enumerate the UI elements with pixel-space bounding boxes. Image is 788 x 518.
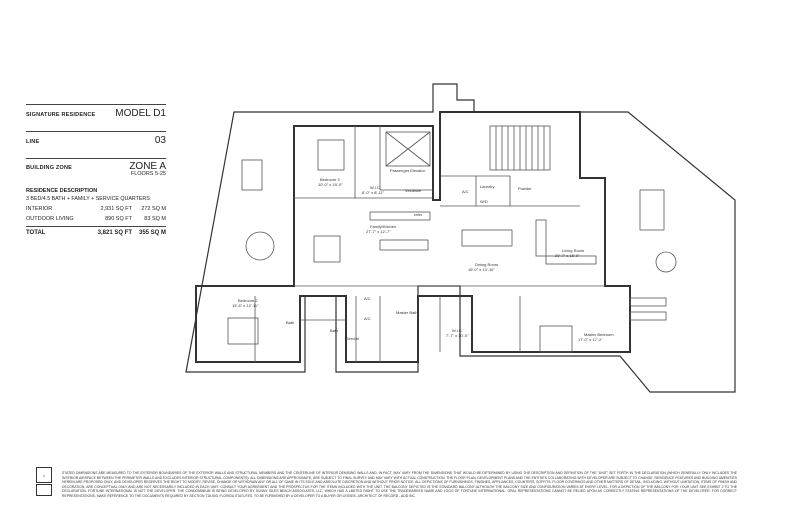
- total-label: TOTAL: [26, 230, 46, 236]
- description-label: RESIDENCE DESCRIPTION: [26, 188, 98, 194]
- spec-panel: SIGNATURE RESIDENCE MODEL D1 LINE 03 BUI…: [26, 104, 166, 236]
- room-label: W/D: [480, 199, 488, 204]
- zone-row: BUILDING ZONE ZONE A FLOORS 5-25: [26, 158, 166, 184]
- room-dims: 8'-0" x 8'-11": [362, 190, 385, 195]
- equal-housing-logo: ⌂: [36, 467, 52, 483]
- room-dims: 20'-7" x 15'-0": [555, 253, 580, 258]
- description-text: 3 BED/4.5 BATH + FAMILY + SERVICE QUARTE…: [26, 196, 150, 202]
- room-dims: 17'-0" x 17'-2": [578, 337, 603, 342]
- description-block: RESIDENCE DESCRIPTION 3 BED/4.5 BATH + F…: [26, 188, 166, 202]
- room-label: A/C: [364, 296, 371, 301]
- model-name: MODEL D1: [115, 108, 166, 119]
- area-sqm: 272 SQ M: [141, 206, 166, 212]
- residence-label: SIGNATURE RESIDENCE: [26, 112, 96, 118]
- room-label: Dining Room: [475, 262, 499, 267]
- area-sqft: 890 SQ FT: [105, 216, 132, 222]
- area-sqm: 83 SQ M: [144, 216, 166, 222]
- area-label: OUTDOOR LIVING: [26, 216, 74, 222]
- interior-wall: [195, 111, 631, 363]
- line-row: LINE 03: [26, 131, 166, 154]
- room-label: Vestibule: [405, 188, 422, 193]
- room-label: A/C: [462, 189, 469, 194]
- room-label: refer: [414, 212, 423, 217]
- room-label: Passenger Elevator: [390, 168, 426, 173]
- area-row-total: TOTAL 3,821 SQ FT 355 SQ M: [26, 226, 166, 236]
- room-dims: 16'-0" x 13'-10": [468, 267, 495, 272]
- room-label: Bedroom 3: [320, 177, 340, 182]
- legal-disclaimer: STATED DIMENSIONS ARE MEASURED TO THE EX…: [62, 471, 737, 498]
- room-label: Family/Kitchen: [370, 224, 396, 229]
- residence-row: SIGNATURE RESIDENCE MODEL D1: [26, 104, 166, 127]
- zone-block: ZONE A FLOORS 5-25: [129, 162, 166, 178]
- room-label: A/C: [364, 316, 371, 321]
- room-label: W.I.C.: [370, 185, 381, 190]
- total-sqm: 355 SQ M: [138, 230, 166, 236]
- room-label: Master Bath: [396, 310, 418, 315]
- accessibility-logo: [36, 484, 52, 496]
- room-dims: 15'-6" x 12'-11": [232, 303, 259, 308]
- zone-value: ZONE A: [129, 161, 166, 172]
- room-dims: 27'-7" x 12'-7": [366, 229, 391, 234]
- total-sqft: 3,821 SQ FT: [97, 230, 132, 236]
- line-label: LINE: [26, 139, 40, 145]
- zone-label: BUILDING ZONE: [26, 165, 72, 171]
- area-sqft: 2,931 SQ FT: [100, 206, 133, 212]
- room-label: Master Bedroom: [584, 332, 614, 337]
- area-label: INTERIOR: [26, 206, 53, 212]
- room-label: Bath: [330, 328, 338, 333]
- area-row-outdoor: OUTDOOR LIVING 890 SQ FT 83 SQ M: [26, 216, 166, 222]
- room-dims: 10'-0" x 19'-0": [318, 182, 343, 187]
- room-label: W.I.C.: [452, 328, 463, 333]
- room-label: Powder: [518, 186, 532, 191]
- room-label: Laundry: [480, 184, 494, 189]
- area-row-interior: INTERIOR 2,931 SQ FT 272 SQ M: [26, 206, 166, 212]
- room-label: Living Room: [562, 248, 585, 253]
- floors-value: FLOORS 5-25: [130, 171, 166, 177]
- room-dims: 7'-7" x 10'-0": [446, 333, 469, 338]
- room-label: Bedroom 2: [238, 298, 258, 303]
- room-label: Bath: [286, 320, 294, 325]
- room-label: Service: [346, 336, 360, 341]
- balcony-outline: [185, 83, 736, 393]
- line-value: 03: [154, 135, 166, 146]
